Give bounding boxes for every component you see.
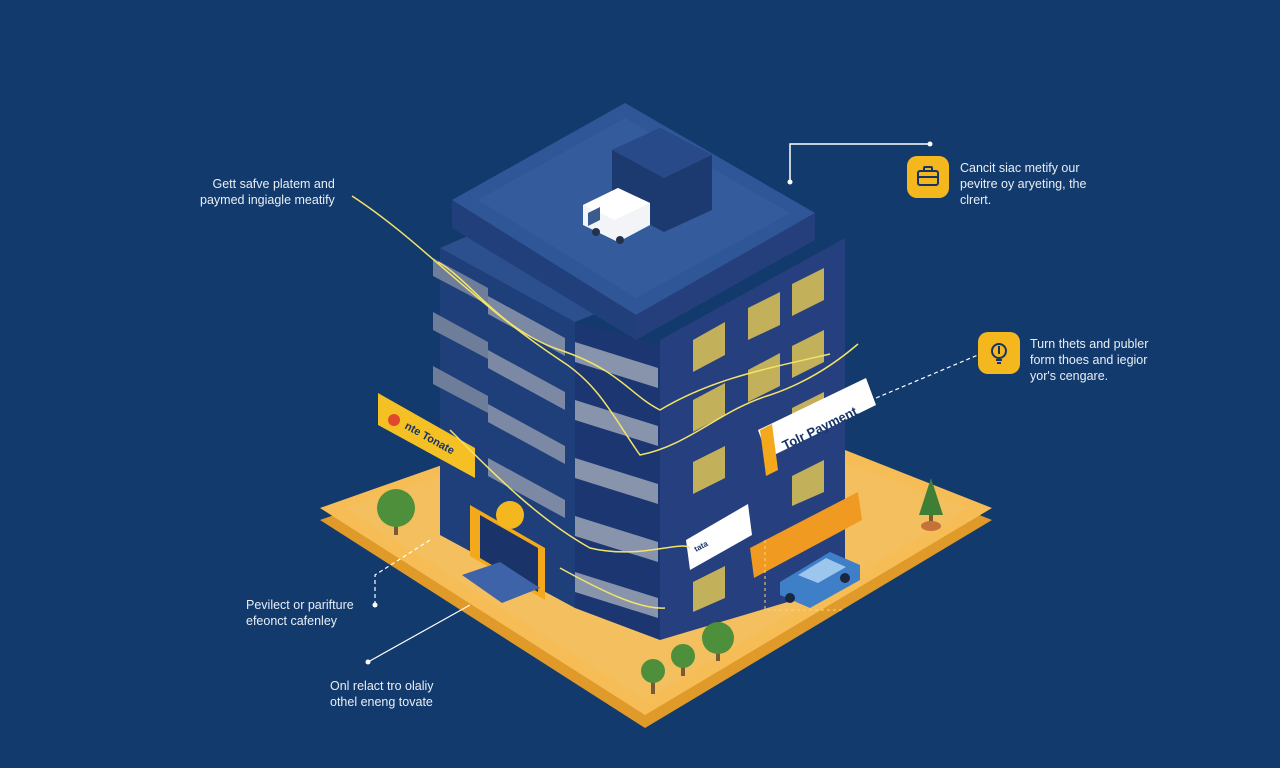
flow-lines <box>351 195 859 609</box>
building <box>440 103 845 640</box>
callout-top-left: Gett safve platem and paymed ingiagle me… <box>200 176 335 208</box>
briefcase-badge <box>907 156 949 198</box>
callout-line: pevitre oy aryeting, the <box>960 177 1087 191</box>
callout-line: othel eneng tovate <box>330 695 433 709</box>
callout-line: clrert. <box>960 193 992 207</box>
callout-mid-right: Turn thets and publer form thoes and ieg… <box>1030 336 1148 384</box>
callout-line: yor's cengare. <box>1030 369 1109 383</box>
ambulance <box>583 188 650 244</box>
callout-top-right: Cancit siac metify our pevitre oy aryeti… <box>960 160 1086 208</box>
callout-line: efeonct cafenley <box>246 614 338 628</box>
briefcase-icon <box>917 166 939 186</box>
trees <box>377 478 943 694</box>
callout-line: Turn thets and publer <box>1030 337 1149 351</box>
orange-panel <box>750 492 862 578</box>
callout-line: Cancit siac metify our <box>960 161 1080 175</box>
bulb-icon <box>991 343 1007 364</box>
bulb-badge <box>978 332 1020 374</box>
callout-line: Pevilect or parifture <box>246 598 354 612</box>
callout-bottom-left: Pevilect or parifture efeonct cafenley <box>246 597 354 629</box>
callout-line: paymed ingiagle meatify <box>200 193 335 207</box>
callout-line: form thoes and iegior <box>1030 353 1148 367</box>
callout-line: Gett safve platem and <box>212 177 335 191</box>
entrance <box>462 501 545 603</box>
info-card: tata <box>686 504 752 570</box>
callout-bottom: Onl relact tro olaliy othel eneng tovate <box>330 678 434 710</box>
callout-line: Onl relact tro olaliy <box>330 679 434 693</box>
balconies-left <box>433 258 658 618</box>
car <box>780 552 860 608</box>
